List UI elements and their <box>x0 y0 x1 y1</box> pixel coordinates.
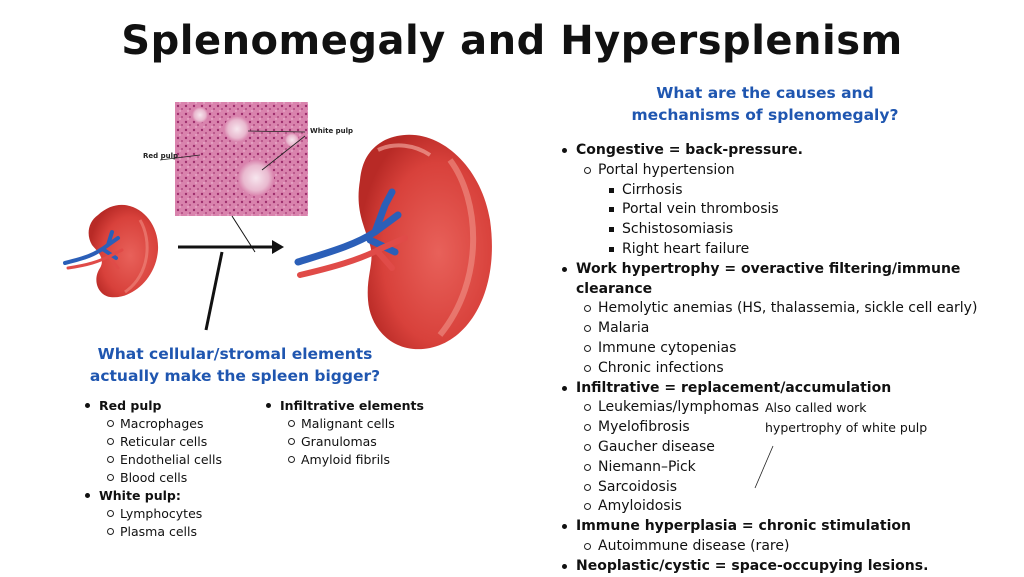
list-item: Portal vein thrombosis <box>562 200 1022 220</box>
list-item: Niemann–Pick <box>562 458 1022 478</box>
page-title: Splenomegaly and Hypersplenism <box>121 18 903 64</box>
normal-spleen-illustration <box>63 204 159 298</box>
pulp-elements-list: Red pulp Macrophages Reticular cells End… <box>85 397 265 541</box>
list-item: Blood cells <box>85 469 265 487</box>
list-item: Chronic infections <box>562 359 1022 379</box>
enlargement-arrow-head <box>272 240 284 254</box>
list-item: Endothelial cells <box>85 451 265 469</box>
list-item: Immune cytopenias <box>562 339 1022 359</box>
infiltrative-elements-list: Infiltrative elements Malignant cells Gr… <box>266 397 446 469</box>
cause-congestive: Congestive = back-pressure. <box>562 141 1022 161</box>
infiltrative-heading: Infiltrative elements <box>266 397 446 415</box>
note-line1: Also called work <box>765 400 867 415</box>
list-item: Portal hypertension <box>562 161 1022 181</box>
white-pulp-nodule <box>238 160 274 196</box>
annotation-note: Also called work hypertrophy of white pu… <box>765 398 965 438</box>
note-line2: hypertrophy of white pulp <box>765 420 928 435</box>
list-item: Myelofibrosis <box>562 418 1022 438</box>
causes-question: What are the causes and mechanisms of sp… <box>600 82 930 126</box>
white-pulp-nodule <box>192 107 208 123</box>
enlarged-spleen-illustration <box>294 134 492 350</box>
list-item: Reticular cells <box>85 433 265 451</box>
cause-work-hypertrophy: Work hypertrophy = overactive filtering/… <box>562 260 1022 300</box>
cause-infiltrative: Infiltrative = replacement/accumulation <box>562 379 1022 399</box>
white-pulp-heading: White pulp: <box>85 487 265 505</box>
list-item: Malaria <box>562 319 1022 339</box>
elements-question: What cellular/stromal elements actually … <box>70 343 400 387</box>
note-pointer-line <box>754 445 774 489</box>
red-pulp-label: Red pulp <box>143 152 178 160</box>
list-item: Right heart failure <box>562 240 1022 260</box>
red-pulp-pointer <box>159 154 201 161</box>
white-pulp-nodule <box>224 116 250 142</box>
cause-immune-hyperplasia: Immune hyperplasia = chronic stimulation <box>562 517 1022 537</box>
list-item: Amyloid fibrils <box>266 451 446 469</box>
list-item: Lymphocytes <box>85 505 265 523</box>
list-item: Cirrhosis <box>562 181 1022 201</box>
list-item: Leukemias/lymphomas <box>562 398 1022 418</box>
list-item: Plasma cells <box>85 523 265 541</box>
causes-question-line2: mechanisms of splenomegaly? <box>631 106 899 124</box>
cause-neoplastic: Neoplastic/cystic = space-occupying lesi… <box>562 557 1022 577</box>
white-pulp-nodule <box>285 133 299 147</box>
list-item: Amyloidosis <box>562 497 1022 517</box>
white-pulp-pointer <box>247 130 306 133</box>
list-item: Granulomas <box>266 433 446 451</box>
list-item: Gaucher disease <box>562 438 1022 458</box>
question-pointer-line <box>204 251 224 331</box>
list-item: Malignant cells <box>266 415 446 433</box>
list-item: Hemolytic anemias (HS, thalassemia, sick… <box>562 299 1022 319</box>
elements-question-line1: What cellular/stromal elements <box>97 345 373 363</box>
list-item: Macrophages <box>85 415 265 433</box>
histology-image <box>159 102 308 216</box>
elements-question-line2: actually make the spleen bigger? <box>89 367 381 385</box>
causes-question-line1: What are the causes and <box>656 84 874 102</box>
causes-list: Congestive = back-pressure. Portal hyper… <box>562 141 1022 577</box>
list-item: Autoimmune disease (rare) <box>562 537 1022 557</box>
white-pulp-label: White pulp <box>310 127 353 135</box>
red-pulp-heading: Red pulp <box>85 397 265 415</box>
list-item: Schistosomiasis <box>562 220 1022 240</box>
list-item: Sarcoidosis <box>562 478 1022 498</box>
